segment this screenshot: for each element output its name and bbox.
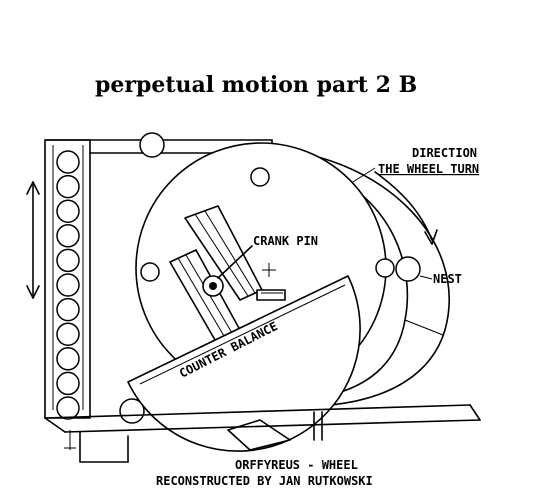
double-arrow-icon — [26, 181, 40, 299]
ball-icon — [56, 322, 80, 346]
ball-icon — [56, 297, 80, 322]
direction-label-2: THE WHEEL TURN — [378, 162, 479, 176]
counter-balance — [127, 275, 361, 452]
rail-balls — [119, 132, 421, 424]
ball-icon — [56, 248, 80, 273]
outer-rim — [254, 147, 450, 406]
diagram-title: perpetual motion part 2 B — [95, 72, 417, 98]
ball-stack — [56, 150, 80, 420]
direction-label-1: DIRECTION — [412, 146, 477, 160]
ball-icon — [56, 396, 80, 420]
wheel-center-mark — [262, 263, 276, 277]
ball-icon — [56, 150, 80, 174]
crank-pin — [202, 245, 253, 297]
ball-icon — [56, 174, 80, 199]
crank-pin-label: CRANK PIN — [253, 234, 318, 248]
caption-line-1: ORFFYREUS - WHEEL — [235, 458, 358, 472]
base — [44, 404, 481, 463]
ball-icon — [56, 347, 80, 371]
curved-arrow-icon — [374, 171, 438, 245]
ball-icon — [56, 371, 80, 396]
ball-icon — [56, 199, 80, 223]
ball-icon — [56, 273, 80, 297]
ball-icon — [56, 224, 80, 248]
nest-label: NEST — [433, 272, 462, 286]
lever-arms — [169, 205, 286, 341]
ball-stack-tube — [44, 139, 91, 419]
caption-line-2: RECONSTRUCTED BY JAN RUTKOWSKI — [156, 474, 373, 488]
